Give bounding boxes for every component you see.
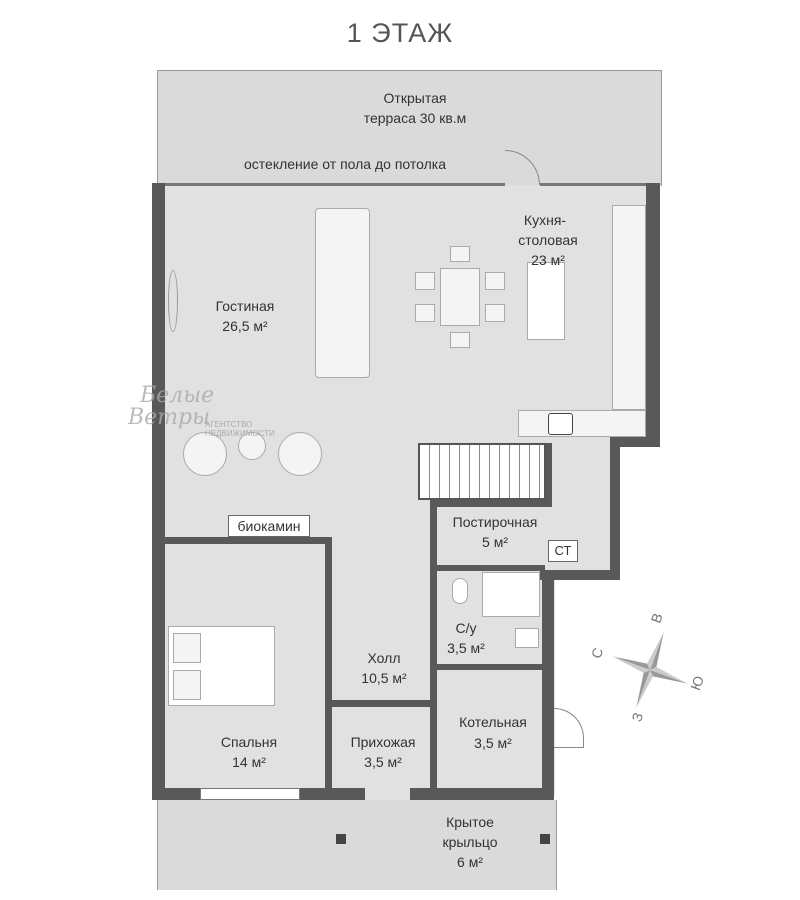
laundry-label: Постирочная [452,514,538,530]
coffee-table [238,432,266,460]
watermark-brand1: Белые [140,383,215,408]
wall-laundry-right [610,435,620,580]
floor-title: 1 ЭТАЖ [346,18,454,48]
watermark-sub: АГЕНТСТВО НЕДВИЖИМОСТИ [205,420,275,438]
glazing-note: остекление от пола до потолка [243,156,447,172]
staircase [418,443,546,500]
pillow [173,633,201,663]
entry-door-gap [365,788,410,800]
pillow [173,670,201,700]
bedroom-label: Спальня [220,734,278,750]
boiler-label: Котельная [459,714,527,730]
glazing-wall-2 [540,183,650,186]
chair [415,304,435,322]
glazing-wall [160,183,505,186]
sofa [315,208,370,378]
watermark-logo: Белые Ветры [128,385,214,429]
wc-label: С/у [455,620,477,636]
bedroom-area: 14 м² [232,754,266,770]
wall-right [646,183,660,445]
porch-label-2: крыльцо [442,834,498,850]
chair [450,246,470,262]
kitchen-counter-bottom [518,410,646,437]
wall-bedroom-right [325,537,332,788]
terrace-area: терраса 30 кв.м [363,110,467,126]
porch-label: Крытое [446,814,494,830]
watermark-brand2: Ветры [128,405,211,430]
hall-area: 10,5 м² [361,670,407,686]
outside-cut-2 [615,440,665,590]
porch [157,800,557,890]
wc-area: 3,5 м² [447,640,485,656]
wall-right-step [610,435,660,447]
kitchen-counter [612,205,646,410]
kitchen-label: Кухня- [523,212,567,228]
entry-label: Прихожая [350,734,416,750]
wall-bedroom-top [165,537,332,544]
terrace [157,70,662,186]
hall-label: Холл [367,650,401,666]
wall-stair-right [545,443,552,507]
compass-rose-icon [612,632,688,708]
kitchen-label-2: столовая [518,232,578,248]
wall-entry-top [330,700,435,707]
terrace-label: Открытая [383,90,447,106]
watermark-sub2: НЕДВИЖИМОСТИ [205,429,275,438]
cooktop-icon [548,413,573,435]
shower [482,572,540,617]
bedroom-window [200,788,300,800]
kitchen-area: 23 м² [531,252,565,268]
chair [415,272,435,290]
wall-laundry-top [430,500,550,507]
boiler-area: 3,5 м² [474,735,512,751]
dining-table [440,268,480,326]
wall-left [152,183,165,800]
chair [485,304,505,322]
wall-hall-right [430,500,437,788]
toilet-icon [452,578,468,604]
wall-wc-top [430,565,545,571]
wall-wc-bottom [430,664,545,670]
porch-area: 6 м² [457,854,483,870]
living-area: 26,5 м² [222,318,268,334]
chair [485,272,505,290]
laundry-area: 5 м² [482,534,508,550]
compass: С В Ю З [588,605,710,725]
wall-boiler-right [542,570,554,800]
sink-icon [515,628,539,648]
tv [168,270,178,332]
washer-tag: СТ [548,540,578,562]
entry-area: 3,5 м² [364,754,402,770]
armchair [183,432,227,476]
kitchen-island [527,262,565,340]
fireplace-label: биокамин [228,515,310,537]
watermark-sub1: АГЕНТСТВО [205,420,253,429]
outside-cut [555,580,665,800]
wall-laundry-bottom [540,570,620,580]
armchair [278,432,322,476]
living-label: Гостиная [215,298,275,314]
porch-column [336,834,346,844]
porch-column [540,834,550,844]
chair [450,332,470,348]
